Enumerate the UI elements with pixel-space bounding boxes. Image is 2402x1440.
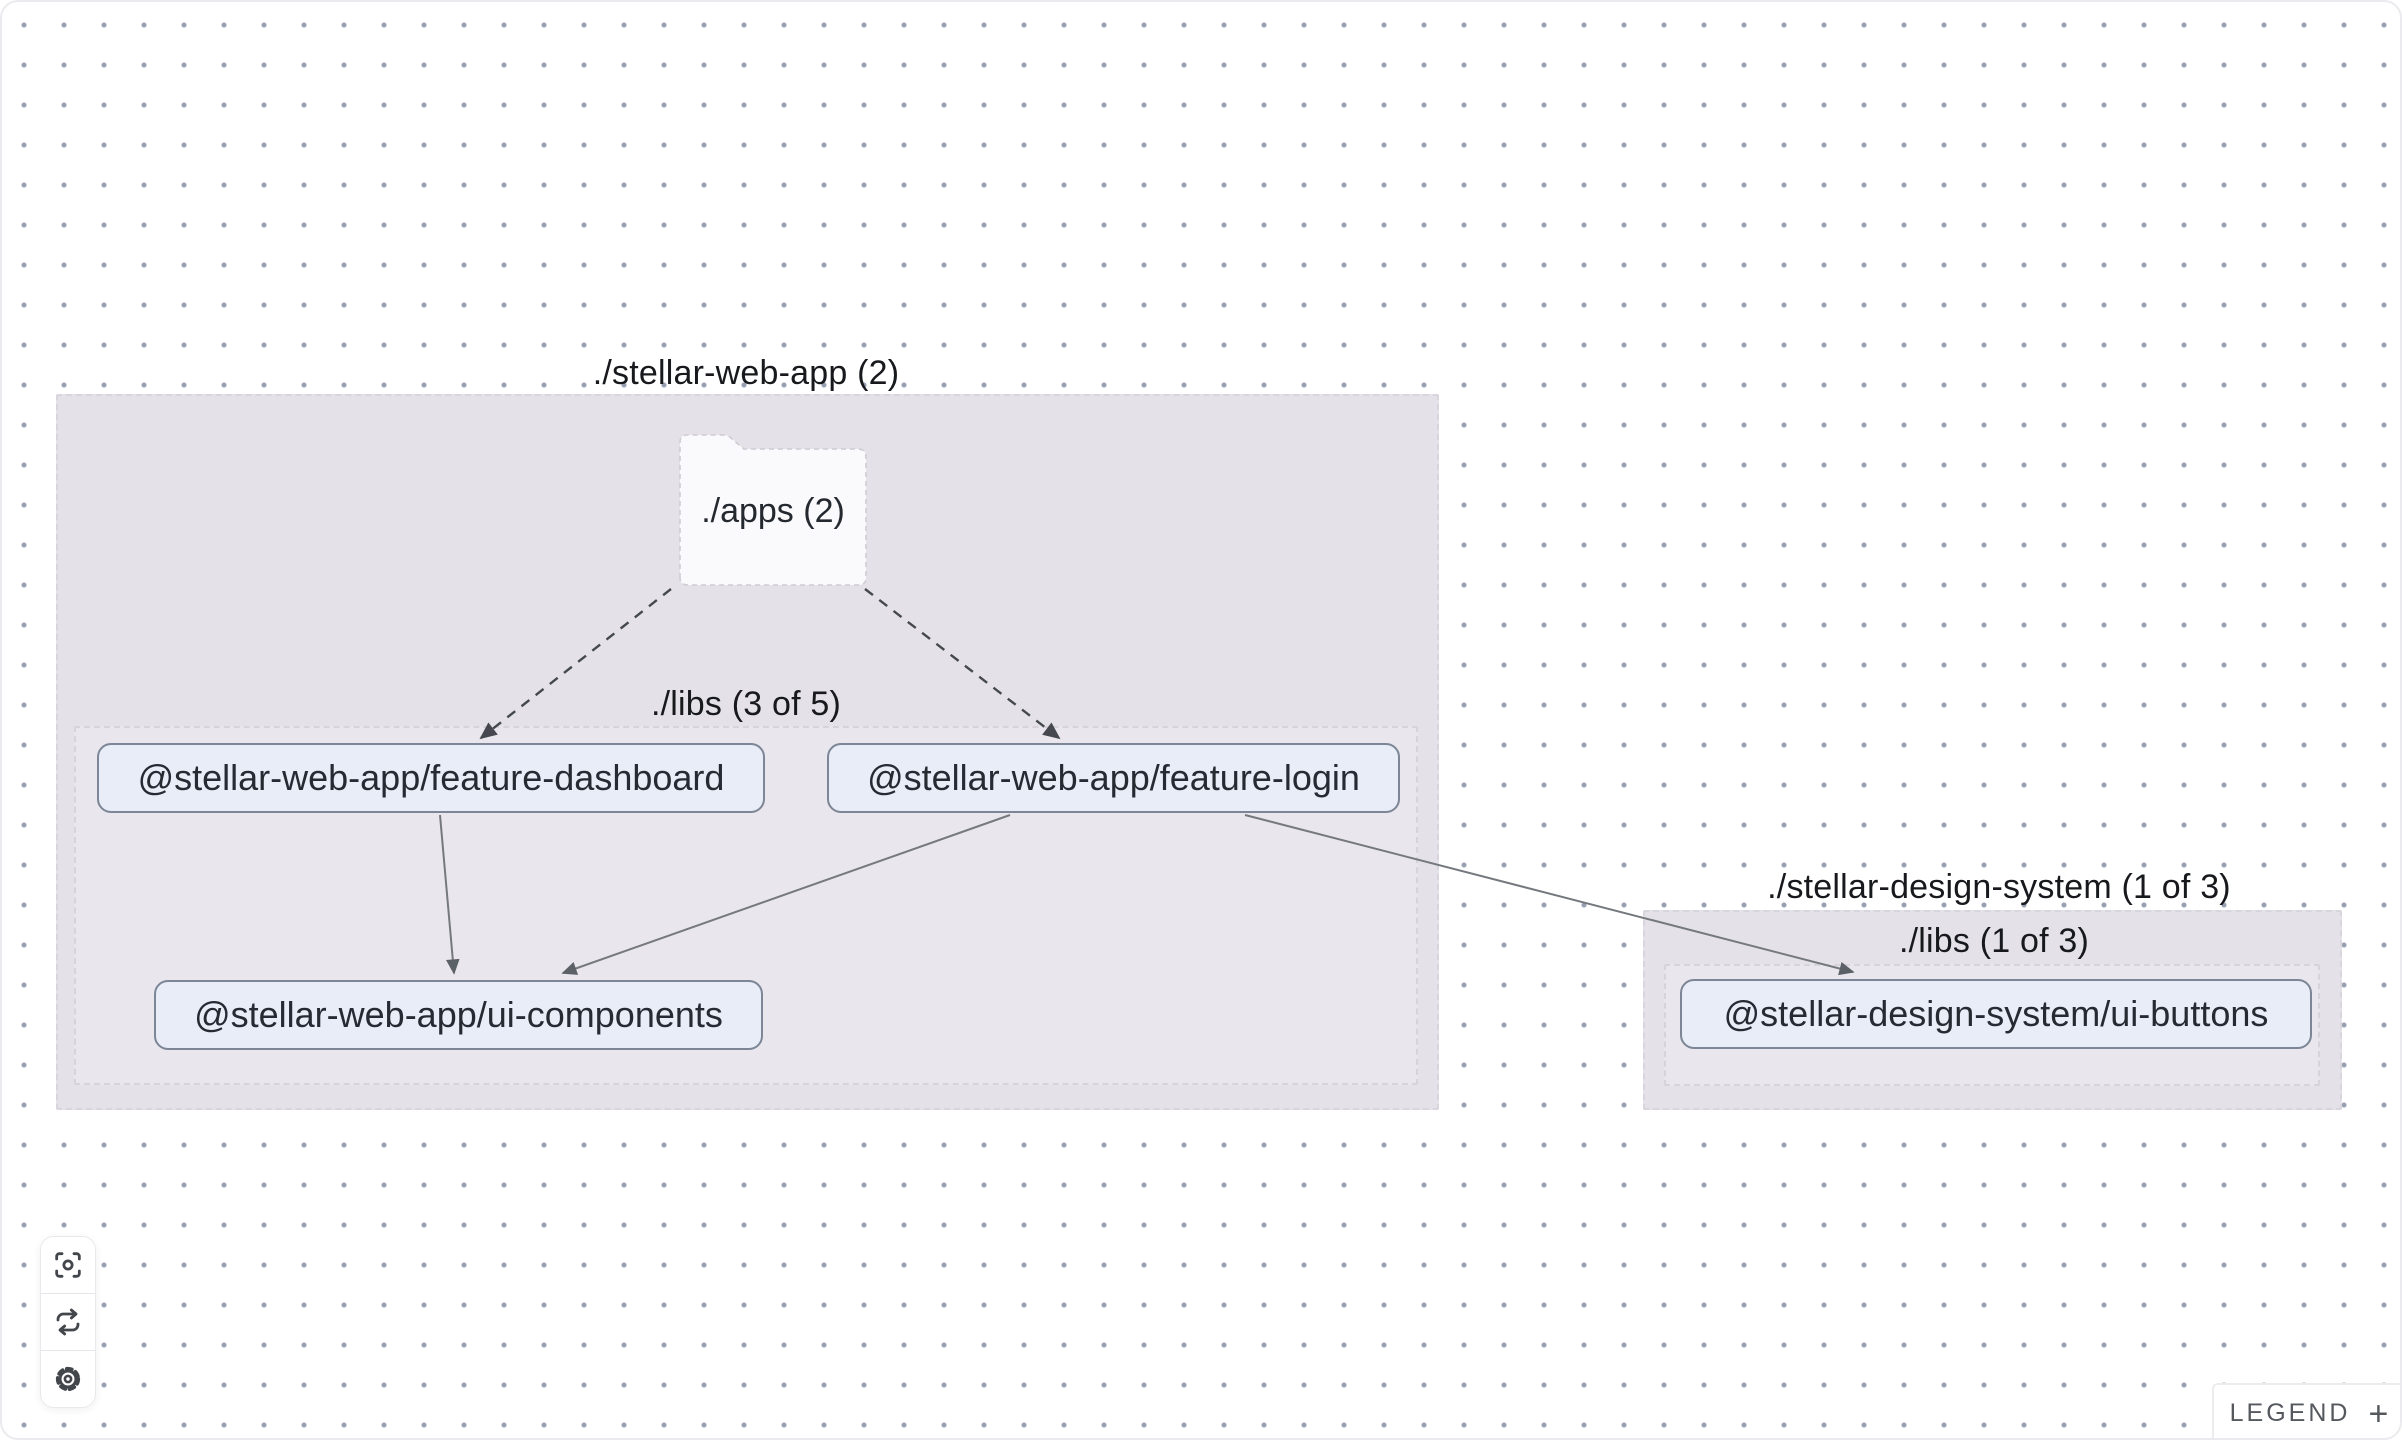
node-ui-buttons[interactable]: @stellar-design-system/ui-buttons — [1680, 979, 2312, 1049]
folder-icon — [679, 434, 867, 586]
node-label: @stellar-design-system/ui-buttons — [1723, 993, 2269, 1034]
cluster-title-design-system-libs: ./libs (1 of 3) — [1898, 922, 2090, 960]
settings-button[interactable] — [41, 1351, 95, 1407]
focus-target-icon — [55, 1252, 81, 1278]
folder-label-apps: ./apps (2) — [701, 491, 845, 530]
edge-feature-login-to-ui-components[interactable] — [561, 814, 1011, 975]
cluster-title-web-app-libs: ./libs (3 of 5) — [650, 685, 842, 723]
refresh-graph-button[interactable] — [41, 1294, 95, 1351]
edge-apps-to-feature-dashboard[interactable] — [479, 588, 672, 740]
edge-feature-login-to-ui-buttons[interactable] — [1244, 814, 1855, 976]
gear-icon — [55, 1366, 81, 1392]
node-label: @stellar-web-app/feature-dashboard — [137, 757, 725, 798]
edge-apps-to-feature-login[interactable] — [864, 588, 1061, 740]
legend-label: LEGEND — [2229, 1399, 2351, 1427]
legend-toggle-button[interactable]: LEGEND + — [2212, 1383, 2400, 1438]
canvas-controls — [40, 1236, 96, 1408]
refresh-icon — [56, 1308, 80, 1336]
folder-node-apps[interactable] — [670, 430, 876, 588]
node-label: @stellar-web-app/feature-login — [867, 757, 1360, 798]
node-feature-dashboard[interactable]: @stellar-web-app/feature-dashboard — [97, 743, 765, 813]
cluster-title-stellar-design-system: ./stellar-design-system (1 of 3) — [1767, 868, 2231, 906]
center-graph-button[interactable] — [41, 1237, 95, 1294]
plus-icon: + — [2368, 1394, 2389, 1433]
cluster-title-stellar-web-app: ./stellar-web-app (2) — [592, 354, 900, 392]
node-ui-components[interactable]: @stellar-web-app/ui-components — [154, 980, 763, 1050]
node-label: @stellar-web-app/ui-components — [194, 994, 723, 1035]
node-feature-login[interactable]: @stellar-web-app/feature-login — [827, 743, 1400, 813]
edge-feature-dashboard-to-ui-components[interactable] — [439, 814, 460, 975]
